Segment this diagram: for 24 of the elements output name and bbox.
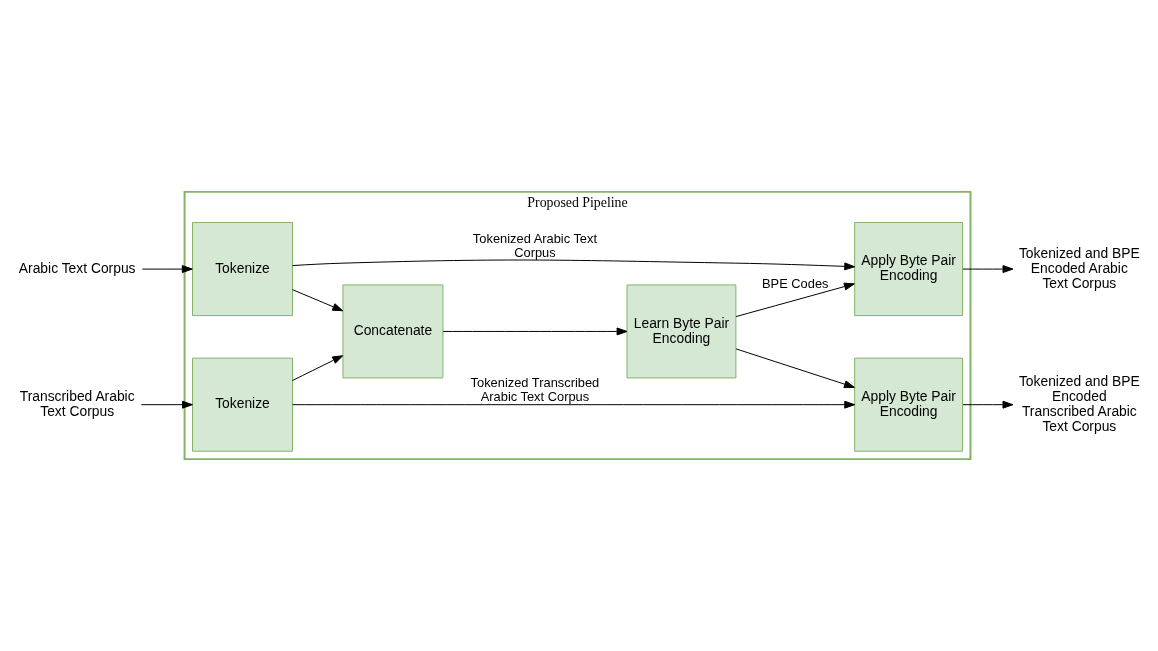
- node-box: Tokenize: [192, 222, 293, 317]
- arrow: [442, 327, 628, 336]
- arrow: [735, 282, 855, 318]
- edge-label: BPE Codes: [762, 276, 829, 292]
- arrow: [735, 348, 855, 389]
- node-text: Tokenized and BPE Encoded Transcribed Arabic Text Corpus: [1018, 373, 1140, 434]
- node-box: Tokenize: [192, 357, 293, 452]
- node-text: Arabic Text Corpus: [18, 259, 136, 276]
- arrow: [292, 400, 856, 409]
- arrow: [962, 265, 1014, 274]
- node-box: Apply Byte Pair Encoding: [854, 222, 964, 317]
- arrow: [292, 355, 344, 381]
- node-text: Transcribed Arabic Text Corpus: [19, 387, 135, 419]
- edge-label: Tokenized Arabic Text Corpus: [472, 230, 598, 260]
- arrow: [140, 400, 193, 409]
- arrow: [962, 400, 1014, 409]
- arrow: [141, 265, 193, 274]
- arrow: [292, 259, 856, 271]
- arrow: [292, 289, 344, 312]
- edge-label: Tokenized Transcribed Arabic Text Corpus: [470, 375, 600, 405]
- node-box: Learn Byte Pair Encoding: [626, 284, 737, 379]
- node-text: Tokenized and BPE Encoded Arabic Text Corpus: [1018, 244, 1140, 291]
- node-box: Concatenate: [342, 284, 444, 379]
- node-box: Apply Byte Pair Encoding: [854, 357, 964, 452]
